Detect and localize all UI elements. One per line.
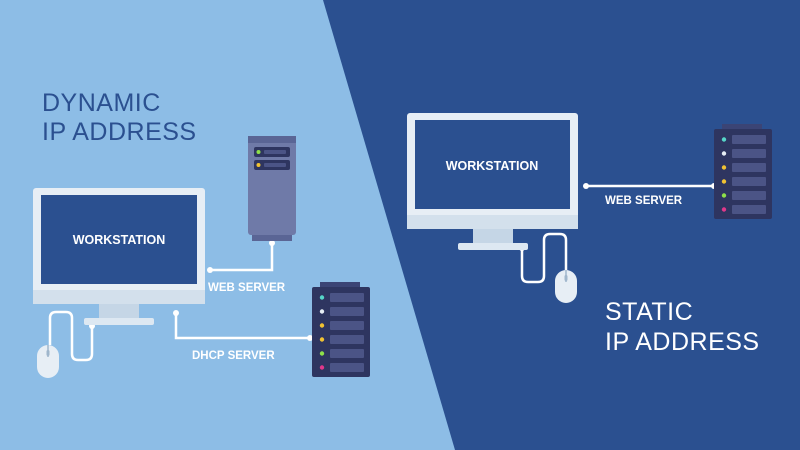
static-title-line1: STATIC (605, 298, 693, 326)
dynamic-connections (48, 243, 310, 362)
monitor-base (458, 243, 528, 250)
led-yellow (721, 179, 727, 184)
dhcp-line-node-2 (307, 335, 313, 341)
led-pink (721, 207, 727, 212)
static-connections (520, 184, 714, 284)
dhcp-line-node (173, 310, 179, 316)
monitor-chin (33, 290, 205, 304)
led-white (721, 151, 727, 156)
led-teal (721, 137, 727, 142)
dhcp-server-label: DHCP SERVER (192, 350, 275, 362)
mouse-icon (37, 345, 59, 378)
dynamic-title: DYNAMIC IP ADDRESS (42, 89, 197, 146)
monitor-base (84, 318, 154, 325)
static-web-server-label: WEB SERVER (605, 195, 683, 207)
led-white (319, 309, 325, 314)
monitor-chin (407, 215, 578, 229)
static-line-node (583, 183, 589, 189)
server-icon (248, 136, 296, 241)
server-icon (714, 124, 772, 219)
led-yellow (721, 165, 727, 170)
monitor-screen (41, 195, 197, 284)
dynamic-title-line1: DYNAMIC (42, 89, 161, 117)
static-workstation: WORKSTATION (407, 113, 578, 250)
web-server-line-node (207, 267, 213, 273)
led-yellow (319, 323, 325, 328)
led-yellow (319, 337, 325, 342)
led-green (256, 150, 261, 154)
dynamic-workstation: WORKSTATION (33, 188, 205, 325)
led-green (721, 193, 727, 198)
monitor-neck (99, 304, 139, 318)
led-pink (319, 365, 325, 370)
static-title: STATIC IP ADDRESS (605, 298, 760, 356)
dhcp-server-line (174, 313, 310, 340)
dynamic-workstation-label: WORKSTATION (73, 233, 166, 247)
mouse-icon (555, 270, 577, 303)
dynamic-web-server-label: WEB SERVER (208, 282, 286, 294)
dynamic-title-line2: IP ADDRESS (42, 118, 197, 146)
static-mouse-cable (520, 232, 568, 284)
server-icon (312, 282, 370, 377)
monitor-neck (473, 229, 513, 243)
mouse-cable (48, 310, 94, 362)
static-workstation-label: WORKSTATION (446, 159, 539, 173)
led-yellow (256, 163, 261, 167)
web-server-line (210, 243, 274, 272)
static-title-line2: IP ADDRESS (605, 328, 760, 356)
led-teal (319, 295, 325, 300)
led-green (319, 351, 325, 356)
monitor-screen (415, 120, 570, 209)
web-server-line-node-2 (269, 240, 275, 246)
